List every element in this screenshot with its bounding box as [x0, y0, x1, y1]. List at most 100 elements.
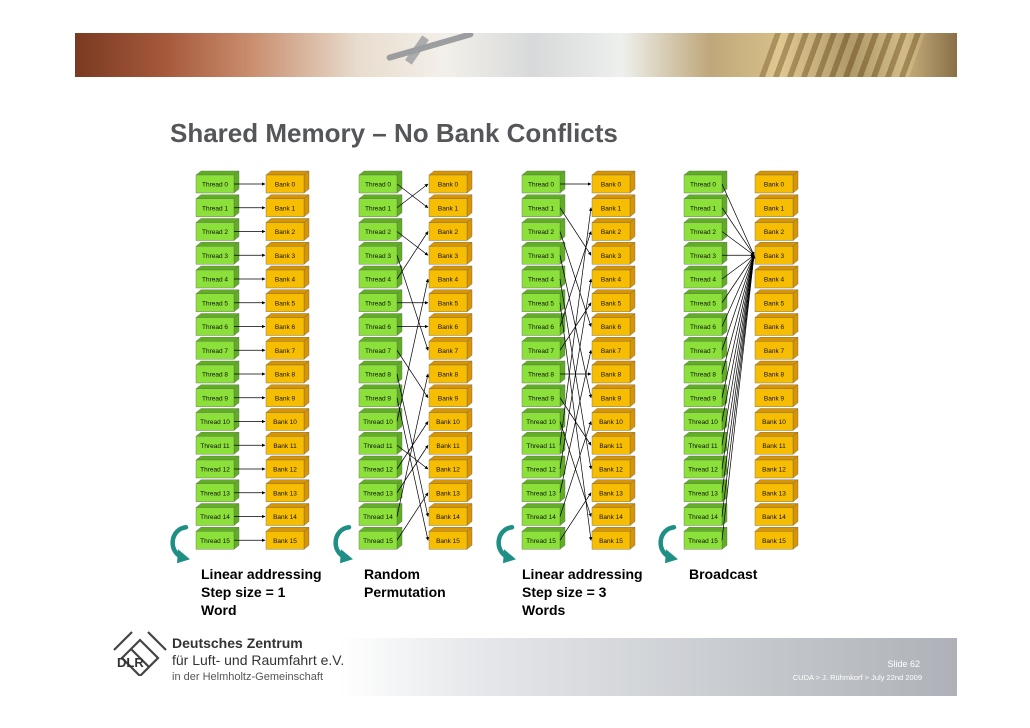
- bank-label: Bank 11: [436, 443, 460, 450]
- caption-line: Words: [522, 602, 566, 618]
- bank-box: Bank 14: [754, 503, 799, 526]
- bank-box: Bank 15: [754, 526, 799, 550]
- thread-label: Thread 13: [200, 490, 230, 497]
- thread-box: Thread 1: [195, 194, 240, 218]
- bank-label: Bank 10: [436, 419, 460, 426]
- bank-label: Bank 6: [275, 324, 296, 331]
- thread-label: Thread 9: [202, 395, 228, 402]
- bank-label: Bank 0: [601, 182, 622, 189]
- mapping-arrow: [559, 421, 592, 517]
- bank-box: Bank 4: [428, 265, 473, 289]
- thread-box: Thread 5: [521, 289, 566, 313]
- thread-label: Thread 5: [365, 300, 391, 307]
- caption-line: Broadcast: [689, 566, 758, 582]
- bank-box: Bank 15: [428, 526, 473, 550]
- thread-box: Thread 9: [683, 384, 728, 408]
- thread-box: Thread 11: [683, 431, 728, 455]
- thread-label: Thread 5: [690, 300, 716, 307]
- bank-label: Bank 7: [438, 348, 459, 355]
- mapping-arrow: [721, 207, 755, 256]
- thread-box: Thread 1: [358, 194, 403, 218]
- thread-box: Thread 2: [195, 218, 240, 241]
- slide-number: Slide 62: [887, 659, 920, 669]
- bank-label: Bank 4: [601, 277, 622, 284]
- bank-label: Bank 14: [273, 514, 297, 521]
- bank-box: Bank 5: [591, 289, 636, 313]
- bank-label: Bank 12: [599, 467, 623, 474]
- bank-box: Bank 0: [754, 170, 799, 194]
- thread-box: Thread 12: [521, 455, 566, 479]
- mapping-arrow: [396, 231, 429, 256]
- bank-label: Bank 14: [762, 514, 786, 521]
- bank-label: Bank 1: [438, 205, 459, 212]
- mapping-arrow: [396, 183, 429, 209]
- bank-box: Bank 13: [591, 479, 636, 503]
- bank-label: Bank 0: [764, 182, 785, 189]
- thread-box: Thread 8: [521, 360, 566, 384]
- thread-box: Thread 14: [521, 503, 566, 526]
- thread-label: Thread 12: [688, 467, 718, 474]
- bank-box: Bank 5: [754, 289, 799, 313]
- bank-label: Bank 4: [438, 277, 459, 284]
- mapping-arrow: [559, 278, 593, 470]
- bank-box: Bank 0: [591, 170, 636, 194]
- bank-label: Bank 10: [273, 419, 297, 426]
- thread-box: Thread 15: [358, 526, 403, 550]
- thread-label: Thread 10: [363, 419, 393, 426]
- wrap-arrow-icon: [496, 525, 516, 564]
- thread-label: Thread 14: [688, 514, 718, 521]
- mapping-arrow: [559, 207, 593, 446]
- bank-label: Bank 15: [436, 538, 460, 545]
- bank-box: Bank 1: [428, 194, 473, 218]
- bank-label: Bank 8: [764, 372, 785, 379]
- bank-box: Bank 3: [591, 241, 636, 265]
- thread-label: Thread 13: [363, 490, 393, 497]
- thread-label: Thread 0: [365, 182, 391, 189]
- bank-label: Bank 11: [599, 443, 623, 450]
- bank-box: Bank 7: [428, 336, 473, 360]
- thread-box: Thread 11: [195, 431, 240, 455]
- bank-box: Bank 8: [428, 360, 473, 384]
- bank-box: Bank 10: [265, 408, 310, 431]
- bank-box: Bank 10: [754, 408, 799, 431]
- bank-label: Bank 9: [764, 395, 785, 402]
- thread-label: Thread 10: [526, 419, 556, 426]
- bank-box: Bank 2: [754, 218, 799, 241]
- bank-box: Bank 7: [754, 336, 799, 360]
- bank-label: Bank 5: [601, 300, 622, 307]
- thread-label: Thread 8: [528, 372, 554, 379]
- thread-label: Thread 7: [690, 348, 716, 355]
- thread-label: Thread 5: [528, 300, 554, 307]
- thread-box: Thread 4: [358, 265, 403, 289]
- bank-box: Bank 14: [265, 503, 310, 526]
- thread-label: Thread 15: [200, 538, 230, 545]
- caption-line: Step size = 3: [522, 584, 607, 600]
- thread-box: Thread 15: [521, 526, 566, 550]
- bank-label: Bank 11: [273, 443, 297, 450]
- bank-label: Bank 9: [438, 395, 459, 402]
- bank-box: Bank 11: [265, 431, 310, 455]
- organization-name: Deutsches Zentrum für Luft- und Raumfahr…: [172, 635, 344, 686]
- thread-label: Thread 0: [528, 182, 554, 189]
- bank-box: Bank 4: [265, 265, 310, 289]
- bank-label: Bank 8: [601, 372, 622, 379]
- thread-label: Thread 0: [202, 182, 228, 189]
- thread-label: Thread 7: [528, 348, 554, 355]
- thread-label: Thread 12: [200, 467, 230, 474]
- thread-label: Thread 9: [528, 395, 554, 402]
- mapping-arrow: [396, 231, 429, 280]
- thread-label: Thread 3: [202, 253, 228, 260]
- thread-label: Thread 11: [688, 443, 718, 450]
- bank-box: Bank 4: [591, 265, 636, 289]
- bank-label: Bank 11: [762, 443, 786, 450]
- bank-box: Bank 1: [265, 194, 310, 218]
- bank-box: Bank 13: [754, 479, 799, 503]
- thread-box: Thread 3: [195, 241, 240, 265]
- bank-label: Bank 15: [599, 538, 623, 545]
- thread-label: Thread 4: [528, 277, 554, 284]
- bank-label: Bank 6: [764, 324, 785, 331]
- thread-box: Thread 13: [683, 479, 728, 503]
- thread-label: Thread 15: [688, 538, 718, 545]
